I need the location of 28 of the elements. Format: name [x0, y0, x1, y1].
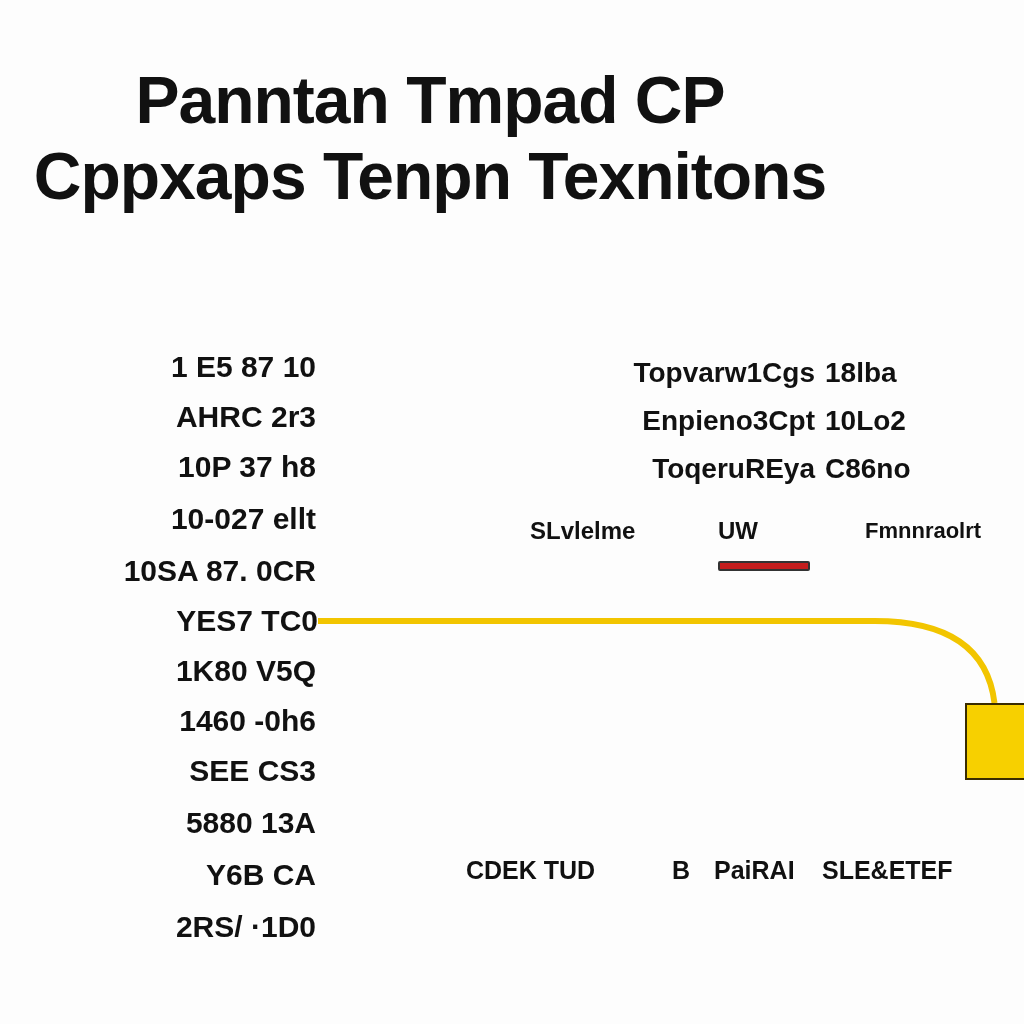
legend-label: UW — [718, 519, 758, 543]
connector-line — [318, 618, 998, 704]
text-label: 5880 13A — [185, 808, 316, 838]
text-label: Topvarw1Cgs — [633, 359, 815, 387]
text-label: AHRC 2r3 — [175, 402, 316, 432]
text-label: SLE&ETEF — [822, 857, 953, 883]
text-label: 10SA 87. 0CR — [123, 556, 316, 586]
text-label: SEE CS3 — [189, 756, 316, 786]
text-label: 1 E5 87 10 — [170, 352, 316, 382]
text-label: Enpieno3Cpt — [642, 407, 815, 435]
text-label: CDEK TUD — [466, 857, 596, 883]
text-label: B — [672, 857, 691, 883]
text-label: PaiRAI — [714, 857, 795, 883]
text-label: 10Lo2 — [825, 407, 906, 435]
text-label: 2RS/ ·1D0 — [175, 912, 316, 942]
title: Panntan Tmpad CP Cppxaps Tenpn Texnitons — [32, 62, 828, 214]
text-label: C86no — [825, 455, 911, 483]
row-label: YES7 TC0 — [150, 603, 318, 639]
text-label: 18lba — [825, 359, 897, 387]
block-shape — [965, 703, 1024, 780]
text-label: 10-027 ellt — [170, 504, 316, 534]
text-label: 1K80 V5Q — [175, 656, 316, 686]
text-label: Fmnnraolrt — [865, 520, 982, 542]
text-label: Y6B CA — [205, 860, 316, 890]
text-label: ToqeruREya — [652, 455, 815, 483]
text-label: 10P 37 h8 — [178, 452, 316, 482]
text-label: SLvlelme — [530, 519, 636, 543]
text-label: 1460 -0h6 — [179, 706, 316, 736]
